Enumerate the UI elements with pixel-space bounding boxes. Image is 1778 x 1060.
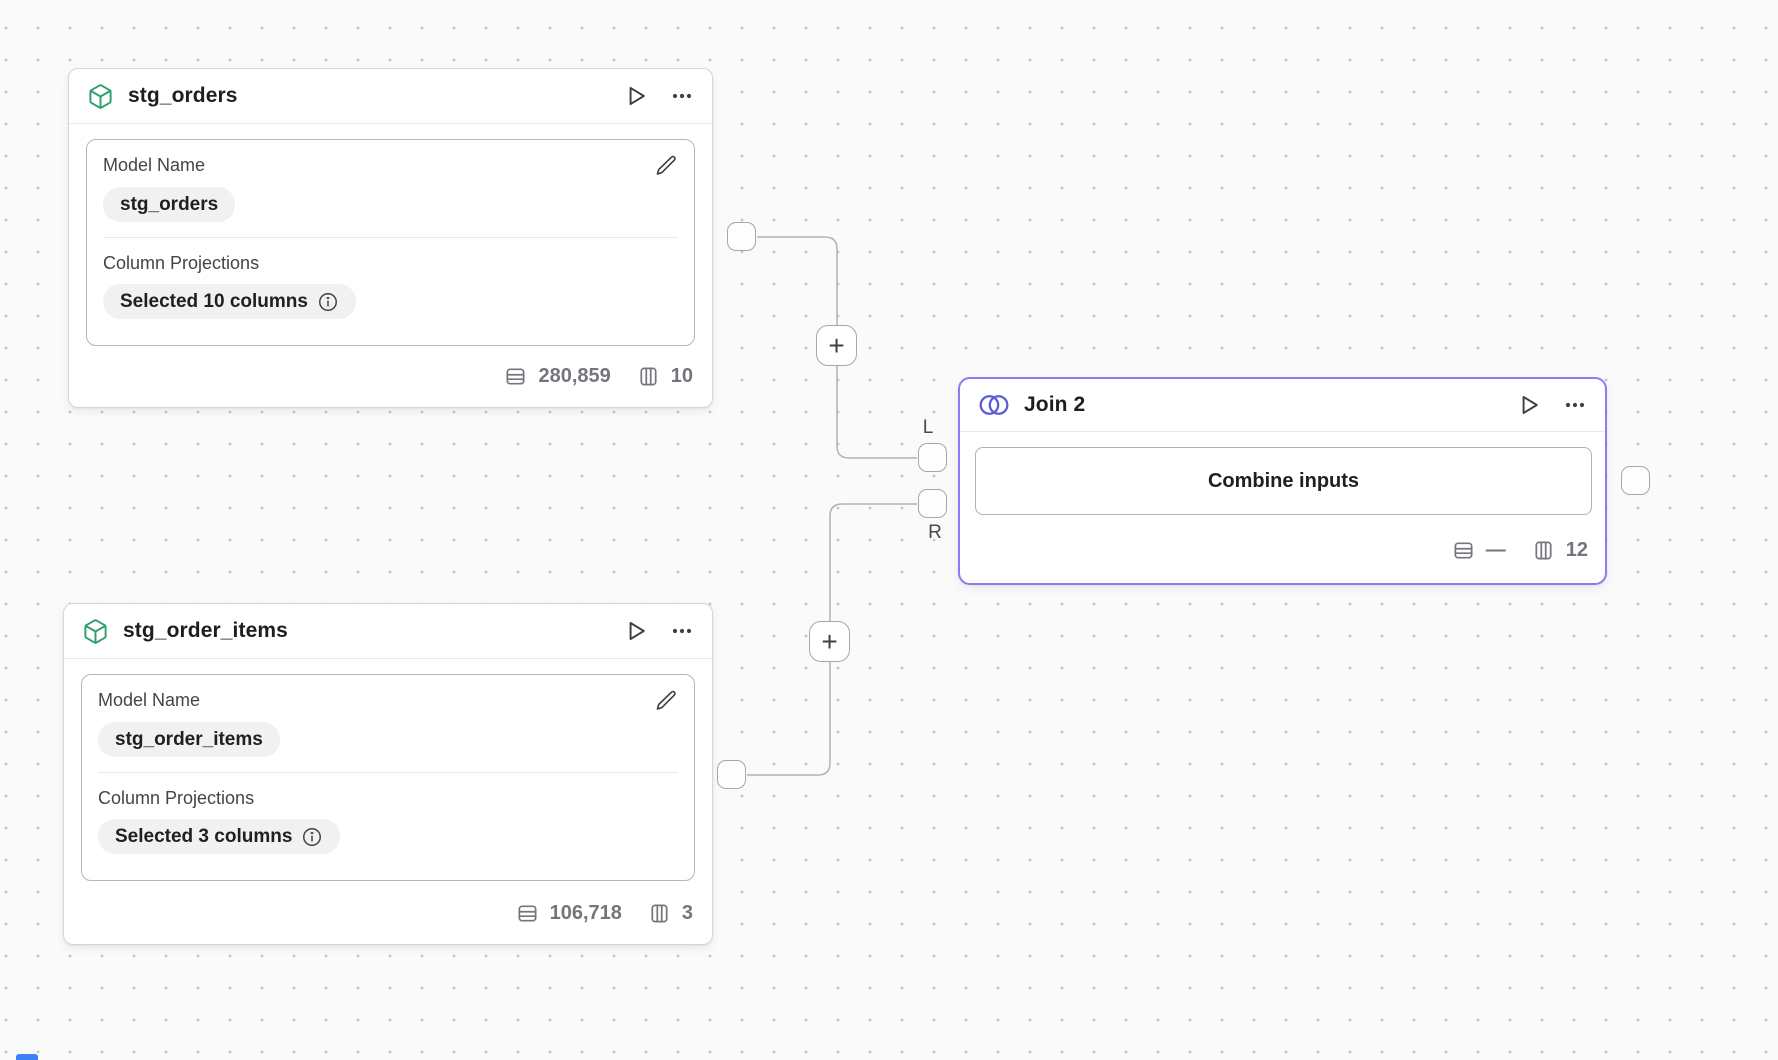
column-count-value: 12: [1565, 538, 1588, 561]
node-title: stg_order_items: [123, 619, 288, 642]
box-icon: [82, 618, 109, 645]
model-name-pill[interactable]: stg_order_items: [98, 722, 280, 757]
node-config-card: Model Name stg_orders Column Projections…: [86, 139, 695, 346]
node-join-2-header: Join 2: [960, 379, 1605, 432]
combine-inputs-button[interactable]: Combine inputs: [975, 447, 1592, 515]
node-stg-orders-header: stg_orders: [69, 69, 712, 124]
rows-count-icon: [516, 902, 539, 925]
node-config-card: Model Name stg_order_items Column Projec…: [81, 674, 695, 881]
node-join-2[interactable]: Join 2 Combine inputs: [958, 377, 1607, 585]
model-name-label: Model Name: [98, 690, 201, 710]
column-projections-pill[interactable]: Selected 10 columns: [103, 284, 356, 319]
column-projections-value: Selected 3 columns: [115, 826, 293, 847]
node-title: Join 2: [1024, 393, 1086, 416]
row-count-value: 280,859: [538, 364, 611, 387]
row-count-value: —: [1485, 538, 1506, 561]
ellipsis-icon[interactable]: [670, 84, 694, 108]
combine-inputs-label: Combine inputs: [1207, 469, 1360, 492]
play-icon[interactable]: [623, 618, 649, 644]
model-name-pill[interactable]: stg_orders: [103, 187, 236, 222]
rows-count-icon: [1452, 539, 1475, 562]
model-name-value: stg_order_items: [115, 729, 263, 750]
add-step-button-edge-1[interactable]: +: [816, 325, 857, 366]
card-divider: [103, 237, 678, 238]
column-count-stat: 12: [1532, 539, 1588, 562]
model-name-value: stg_orders: [120, 194, 219, 215]
column-projections-pill[interactable]: Selected 3 columns: [98, 819, 341, 854]
left-port-label: L: [922, 417, 934, 438]
column-count-value: 10: [670, 364, 693, 387]
columns-count-icon: [1532, 539, 1555, 562]
column-projections-value: Selected 10 columns: [120, 291, 308, 312]
column-count-value: 3: [681, 901, 693, 924]
card-divider: [98, 772, 678, 773]
play-icon[interactable]: [1516, 392, 1542, 418]
ellipsis-icon[interactable]: [670, 619, 694, 643]
node-stats-footer: — 12: [960, 517, 1605, 583]
output-port-stg-orders[interactable]: [727, 222, 756, 251]
pencil-icon[interactable]: [655, 154, 678, 177]
output-port-join-2[interactable]: [1621, 466, 1650, 495]
node-stats-footer: 280,859 10: [69, 345, 712, 407]
output-port-stg-order-items[interactable]: [717, 760, 746, 789]
rows-count-icon: [504, 365, 527, 388]
row-count-stat: 280,859: [504, 364, 611, 388]
offscreen-node-fragment: [16, 1054, 38, 1060]
column-count-stat: 3: [648, 902, 693, 925]
model-name-label: Model Name: [103, 155, 206, 175]
box-icon: [87, 83, 114, 110]
node-title: stg_orders: [128, 84, 238, 107]
join-circles-icon: [978, 393, 1010, 417]
node-stats-footer: 106,718 3: [64, 882, 712, 944]
row-count-stat: —: [1452, 539, 1506, 562]
node-stg-order-items[interactable]: stg_order_items Model Name: [63, 603, 713, 945]
row-count-stat: 106,718: [516, 902, 622, 925]
node-stg-order-items-header: stg_order_items: [64, 604, 712, 659]
ellipsis-icon[interactable]: [1563, 393, 1587, 417]
column-projections-label: Column Projections: [98, 788, 255, 808]
join-right-input-port[interactable]: [918, 489, 947, 518]
play-icon[interactable]: [623, 83, 649, 109]
join-left-input-port[interactable]: [918, 443, 947, 472]
node-stg-orders[interactable]: stg_orders Model Name: [68, 68, 713, 408]
column-count-stat: 10: [637, 365, 693, 388]
columns-count-icon: [648, 902, 671, 925]
column-projections-label: Column Projections: [103, 253, 260, 273]
right-port-label: R: [928, 522, 942, 543]
row-count-value: 106,718: [549, 901, 622, 924]
info-icon[interactable]: [301, 826, 323, 848]
columns-count-icon: [637, 365, 660, 388]
pencil-icon[interactable]: [655, 689, 678, 712]
info-icon[interactable]: [317, 291, 339, 313]
add-step-button-edge-2[interactable]: +: [809, 621, 850, 662]
